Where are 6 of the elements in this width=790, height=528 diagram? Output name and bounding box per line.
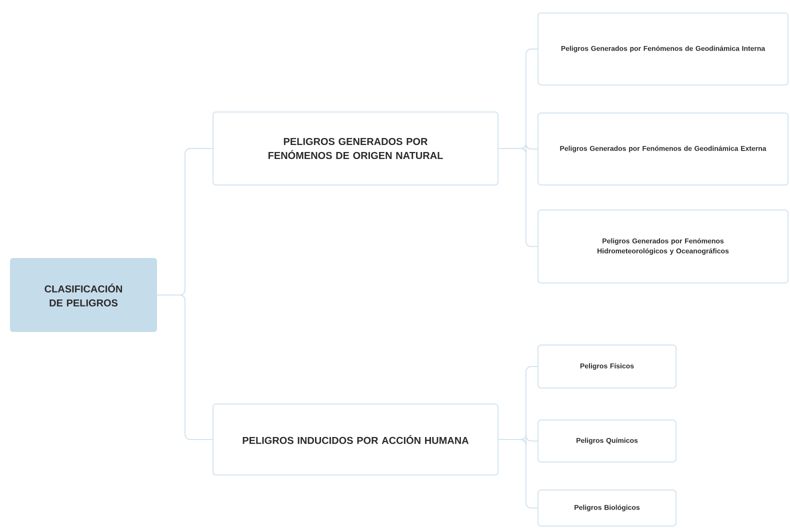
connector <box>498 148 538 247</box>
connector <box>498 439 538 508</box>
category-box: PELIGROS GENERADOS POR FENÓMENOS DE ORIGEN NATURAL <box>212 112 498 186</box>
connector <box>156 294 213 440</box>
category-box: PELIGROS INDUCIDOS POR ACCIÓN HUMANA <box>212 404 498 476</box>
root-box: CLASIFICACIÓN DE PELIGROS <box>10 258 157 332</box>
